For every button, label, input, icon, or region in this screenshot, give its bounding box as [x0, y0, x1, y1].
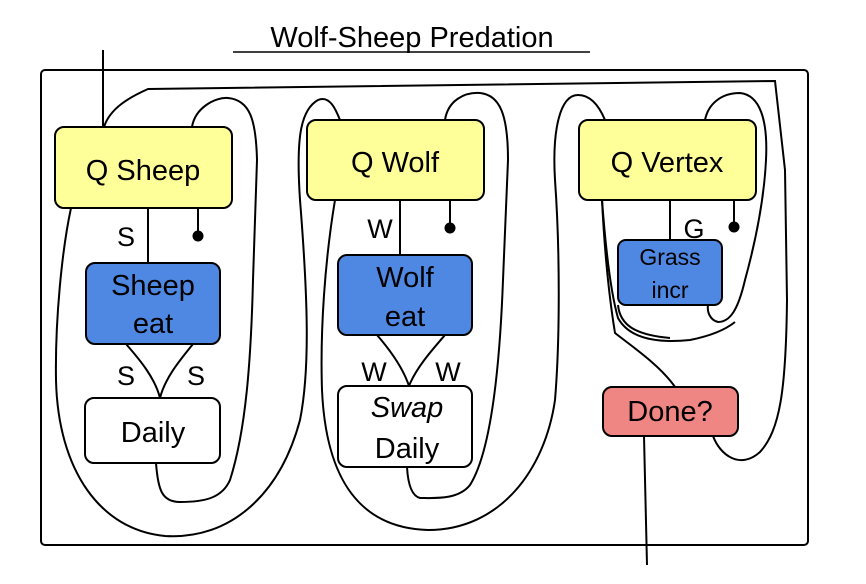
wolf-eat-line1: Wolf [376, 262, 434, 294]
wire-vertex-grass-loop [704, 91, 768, 324]
port-label-wolf-eat-right: W [435, 357, 461, 387]
output-wire [643, 435, 648, 566]
swap-daily-rect [337, 385, 473, 468]
sheep-daily-rect [84, 397, 221, 464]
box-wolf-eat[interactable]: Wolf eat [337, 254, 473, 336]
port-label-sheep-eat-left: S [117, 361, 135, 391]
sheep-daily-label: Daily [121, 417, 186, 449]
box-q-sheep[interactable]: Q Sheep [54, 126, 233, 209]
swap-daily-line1: Swap [371, 392, 444, 424]
wire-wolf-daily-loop [406, 91, 510, 500]
done-label: Done? [627, 396, 712, 428]
outer-frame [40, 69, 809, 546]
box-grass-incr[interactable]: Grass incr [617, 239, 723, 306]
wire-wolf-eat-right [408, 334, 446, 387]
box-q-wolf[interactable]: Q Wolf [306, 119, 485, 201]
box-sheep-daily[interactable]: Daily [84, 397, 221, 464]
q-sheep-rect [54, 126, 233, 209]
box-done[interactable]: Done? [602, 386, 739, 437]
vertex-terminal-dot [728, 221, 740, 233]
wolf-eat-line2: eat [385, 301, 425, 333]
grass-incr-rect [617, 239, 723, 306]
q-wolf-rect [306, 119, 485, 201]
swap-daily-line2: Daily [375, 433, 440, 465]
diagram-title: Wolf-Sheep Predation [270, 22, 553, 54]
wire-wolf-outer-loop [320, 93, 606, 532]
sheep-eat-line2: eat [133, 308, 173, 340]
port-label-vertex-g: G [683, 214, 704, 244]
wire-sheep-eat-left [125, 343, 161, 399]
wire-wolf-eat-left [376, 334, 410, 387]
q-vertex-rect [578, 119, 757, 201]
wire-sheep-daily-loop [155, 96, 259, 504]
wire-sheep-outer-loop [54, 98, 341, 538]
grass-incr-line2: incr [651, 277, 688, 303]
box-swap-daily[interactable]: Swap Daily [337, 385, 473, 468]
done-rect [602, 386, 739, 437]
port-label-sheep-eat-right: S [187, 361, 205, 391]
q-sheep-label: Q Sheep [86, 155, 200, 187]
wire-vertex-inner-loop [601, 199, 736, 342]
wolf-terminal-dot [444, 222, 456, 234]
box-q-vertex[interactable]: Q Vertex [578, 119, 757, 201]
wire-sheep-to-done-loop [103, 79, 789, 462]
wire-vertex-to-done [601, 199, 676, 388]
wire-sheep-eat-right [159, 343, 194, 399]
sheep-terminal-dot [192, 230, 204, 242]
q-vertex-label: Q Vertex [611, 147, 724, 179]
sheep-eat-line1: Sheep [111, 270, 195, 302]
wolf-eat-rect [337, 254, 473, 336]
box-sheep-eat[interactable]: Sheep eat [85, 262, 221, 345]
port-label-sheep-s: S [117, 222, 135, 252]
q-wolf-label: Q Wolf [351, 147, 440, 179]
grass-incr-line1: Grass [639, 244, 700, 270]
sheep-eat-rect [85, 262, 221, 345]
wire-grass-bottom [617, 304, 671, 339]
port-label-wolf-eat-left: W [361, 357, 387, 387]
port-label-wolf-w: W [367, 214, 393, 244]
